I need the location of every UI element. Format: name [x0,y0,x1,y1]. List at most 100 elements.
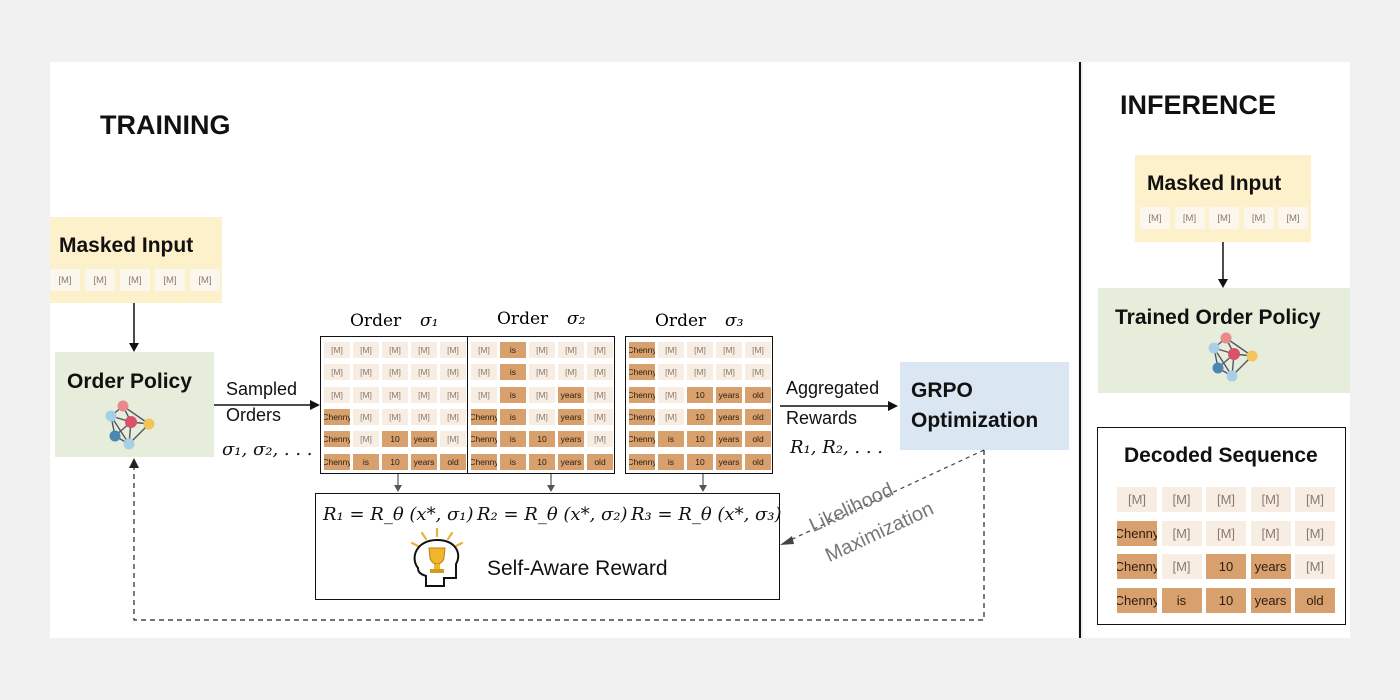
decoded-token: Chenny [629,364,655,381]
arrow-order2-to-reward [547,474,555,492]
mask-token: [M] [1295,487,1335,512]
mask-token: [M] [716,342,742,358]
decoded-token: 10 [529,431,555,448]
order-sigma: σ₁ [420,311,439,331]
decoded-token: is [500,453,526,470]
masked-input-label: Masked Input [59,234,194,257]
order-policy-box: Order Policy [55,352,214,457]
likelihood-arrow [780,449,985,545]
decoded-token: years [716,408,742,425]
mask-token: [M] [353,386,379,403]
mask-token: [M] [440,364,466,381]
mask-token: [M] [1278,207,1308,229]
mask-token: [M] [658,364,684,381]
mask-token: [M] [745,342,771,358]
mask-token: [M] [440,386,466,403]
decoded-token: years [716,386,742,403]
grpo-box: GRPO Optimization [900,362,1069,450]
decoded-token: Chenny [1117,520,1157,546]
mask-token: [M] [1243,207,1274,229]
mask-token: [M] [1161,554,1202,579]
decoded-sequence-box: Decoded Sequence [M][M][M][M][M]Chenny[M… [1097,427,1346,625]
decoded-token: 10 [687,386,713,403]
reward-list: R₁, R₂, . . . [790,437,884,458]
arrow-inference-input-to-policy [1218,242,1228,288]
decoded-token: is [353,453,379,470]
mask-token: [M] [155,269,185,291]
decoded-token: 10 [1206,587,1246,613]
trained-network-icon [1208,332,1258,382]
optimization-label: Optimization [911,409,1039,432]
mask-token: [M] [324,386,350,403]
trophy-head-icon [410,528,464,587]
mask-token: [M] [471,342,497,358]
mask-token: [M] [120,269,150,291]
mask-token: [M] [587,431,613,448]
mask-token: [M] [471,364,497,381]
inference-masked-input-tokens: [M][M][M][M][M] [1140,207,1310,231]
mask-token: [M] [1250,520,1291,546]
mask-token: [M] [324,364,350,381]
decoded-token: 10 [529,453,555,470]
mask-token: [M] [1161,520,1202,546]
mask-token: [M] [587,408,613,425]
decoded-token: Chenny [1117,554,1157,579]
mask-token: [M] [1295,520,1335,546]
sigma-list: σ₁, σ₂, . . . [222,439,313,460]
decoded-token: years [716,453,742,470]
mask-token: [M] [1140,207,1170,229]
arrow-order1-to-reward [394,474,402,492]
mask-token: [M] [529,342,555,358]
decoded-token: old [745,408,771,425]
mask-token: [M] [411,408,437,425]
order-policy-label: Order Policy [67,370,192,393]
orders-label: Orders [226,405,282,425]
mask-token: [M] [382,386,408,403]
decoded-token: is [500,408,526,425]
mask-token: [M] [529,364,555,381]
mask-token: [M] [1209,207,1239,229]
mask-token: [M] [1295,554,1335,579]
arrow-input-to-policy [129,303,139,352]
decoded-token: Chenny [629,453,655,470]
reward-box [315,493,780,600]
panel-divider [1079,62,1081,638]
decoded-token: Chenny [471,408,497,425]
self-aware-reward-label: Self-Aware Reward [487,557,668,580]
decoded-token: is [500,431,526,448]
mask-token: [M] [353,342,379,358]
training-title: TRAINING [100,110,231,140]
decoded-token: old [1295,587,1335,613]
mask-token: [M] [658,342,684,358]
mask-token: [M] [716,364,742,381]
decoded-token: years [716,431,742,448]
mask-token: [M] [440,408,466,425]
mask-token: [M] [1206,520,1246,546]
mask-token: [M] [658,408,684,425]
decoded-token: Chenny [471,431,497,448]
masked-input-box: Masked Input [M][M][M][M][M] [50,217,222,303]
mask-token: [M] [190,269,220,291]
arrow-orders-to-grpo [780,401,898,411]
mask-token: [M] [1206,487,1246,512]
inference-title: INFERENCE [1120,90,1277,120]
mask-token: [M] [382,364,408,381]
decoded-token: years [1250,554,1291,579]
decoded-sequence-label: Decoded Sequence [1124,444,1318,467]
mask-token: [M] [587,364,613,381]
order-label: Order [655,311,707,331]
mask-token: [M] [440,431,466,448]
decoded-token: Chenny [324,453,350,470]
order-label: Order [497,309,549,329]
decoded-token: years [558,453,584,470]
decoded-token: years [1250,587,1291,613]
decoded-token: is [500,342,526,358]
grpo-label: GRPO [911,379,973,402]
decoded-token: old [440,453,466,470]
mask-token: [M] [1250,487,1291,512]
inference-masked-input-label: Masked Input [1147,172,1282,195]
decoded-token: old [745,431,771,448]
decoded-token: 10 [687,408,713,425]
mask-token: [M] [1174,207,1205,229]
decoded-token: Chenny [629,408,655,425]
